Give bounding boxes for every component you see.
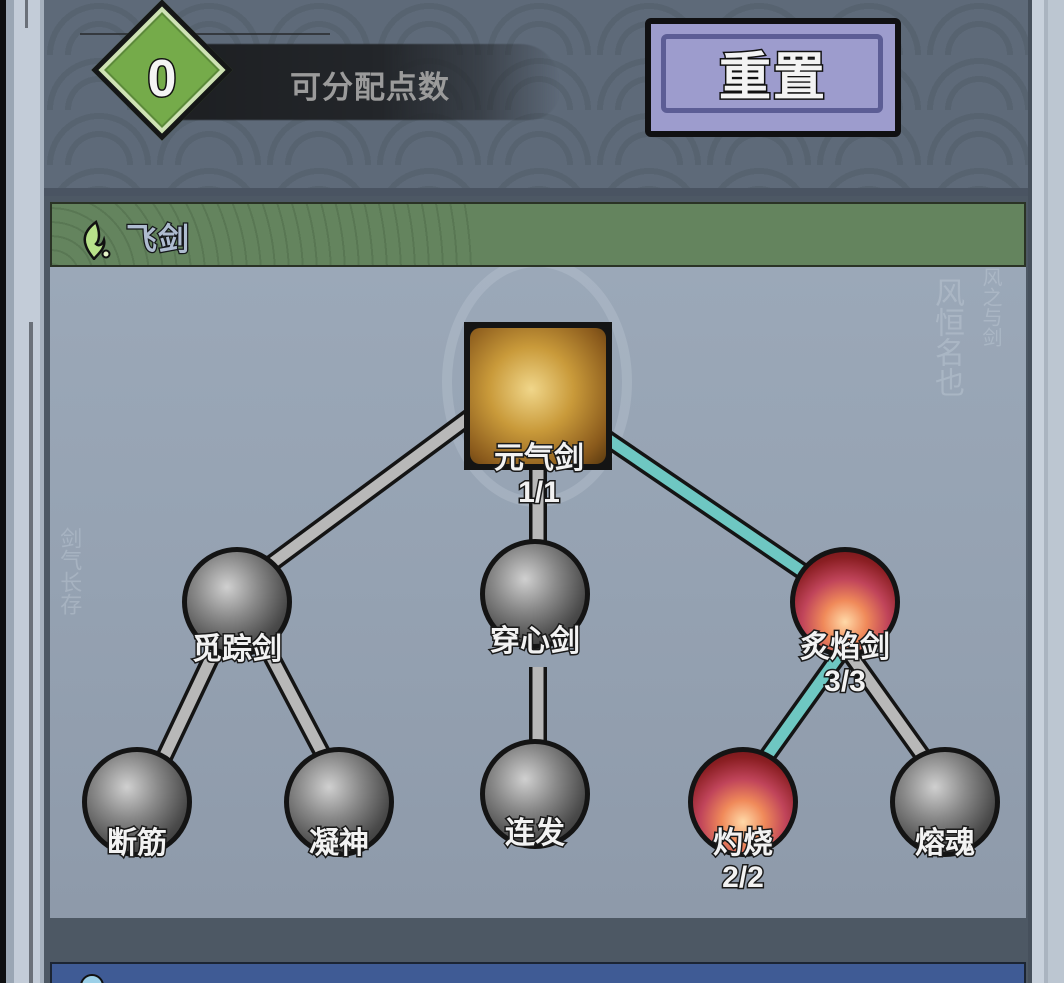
window-frame-right [1028,0,1064,983]
calligraphy-decoration: 风恒名也 [929,277,964,397]
skill-name: 觅踪剑 [191,632,284,667]
reset-button-label: 重置 [717,47,827,110]
available-points-badge: 0 可分配点数 [80,0,560,156]
skill-level: 2/2 [721,861,766,894]
multi-shot-icon [480,739,590,849]
skill-name: 穿心剑 [489,624,582,659]
skill-name: 连发 [504,816,567,851]
section-header-next[interactable] [50,962,1026,983]
frame-groove [25,0,28,28]
skill-level: 1/1 [517,476,562,509]
tracking-sword-icon [182,547,292,657]
burn-icon [688,747,798,857]
skill-icon-frame [464,322,612,470]
header-divider [44,188,1034,196]
flame-sword-skill-icon [790,547,900,657]
skill-name: 熔魂 [914,826,977,861]
calligraphy-decoration: 风之与剑 [979,267,1003,347]
section-flying-sword: 飞剑 风恒名也 风之与剑 剑气长存 [50,202,1026,918]
skill-name: 元气剑 [493,441,586,476]
ink-brush-decoration [160,44,560,120]
skill-tree-panel: 0 可分配点数 重置 飞剑 风恒名也 风之与剑 剑气长存 [44,0,1034,983]
calligraphy-decoration: 剑气长存 [56,527,82,615]
golden-sword-ring-icon [470,328,606,464]
section-title: 飞剑 [125,221,191,260]
reset-button[interactable]: 重置 [645,18,901,137]
section-header[interactable]: 飞剑 [50,202,1026,267]
skill-name: 灼烧 [712,826,775,861]
window-frame-left [0,0,44,983]
scrollbar-track[interactable] [29,322,33,983]
skill-name: 炙焰剑 [799,630,892,665]
skill-tree-area: 风恒名也 风之与剑 剑气长存 [50,267,1026,918]
section-icon [80,974,104,983]
piercing-sword-icon [480,539,590,649]
available-points-label: 可分配点数 [290,70,450,106]
soul-melt-icon [890,747,1000,857]
ink-line-decoration [80,33,330,35]
points-header: 0 可分配点数 重置 [44,0,1034,196]
focus-icon [284,747,394,857]
skill-name: 断筋 [106,826,169,861]
skill-level: 3/3 [823,665,868,698]
available-points-value: 0 [146,49,178,110]
skill-name: 凝神 [308,826,371,861]
flame-sword-icon [83,220,111,260]
tendon-cut-icon [82,747,192,857]
reset-button-inner-border [661,34,883,113]
